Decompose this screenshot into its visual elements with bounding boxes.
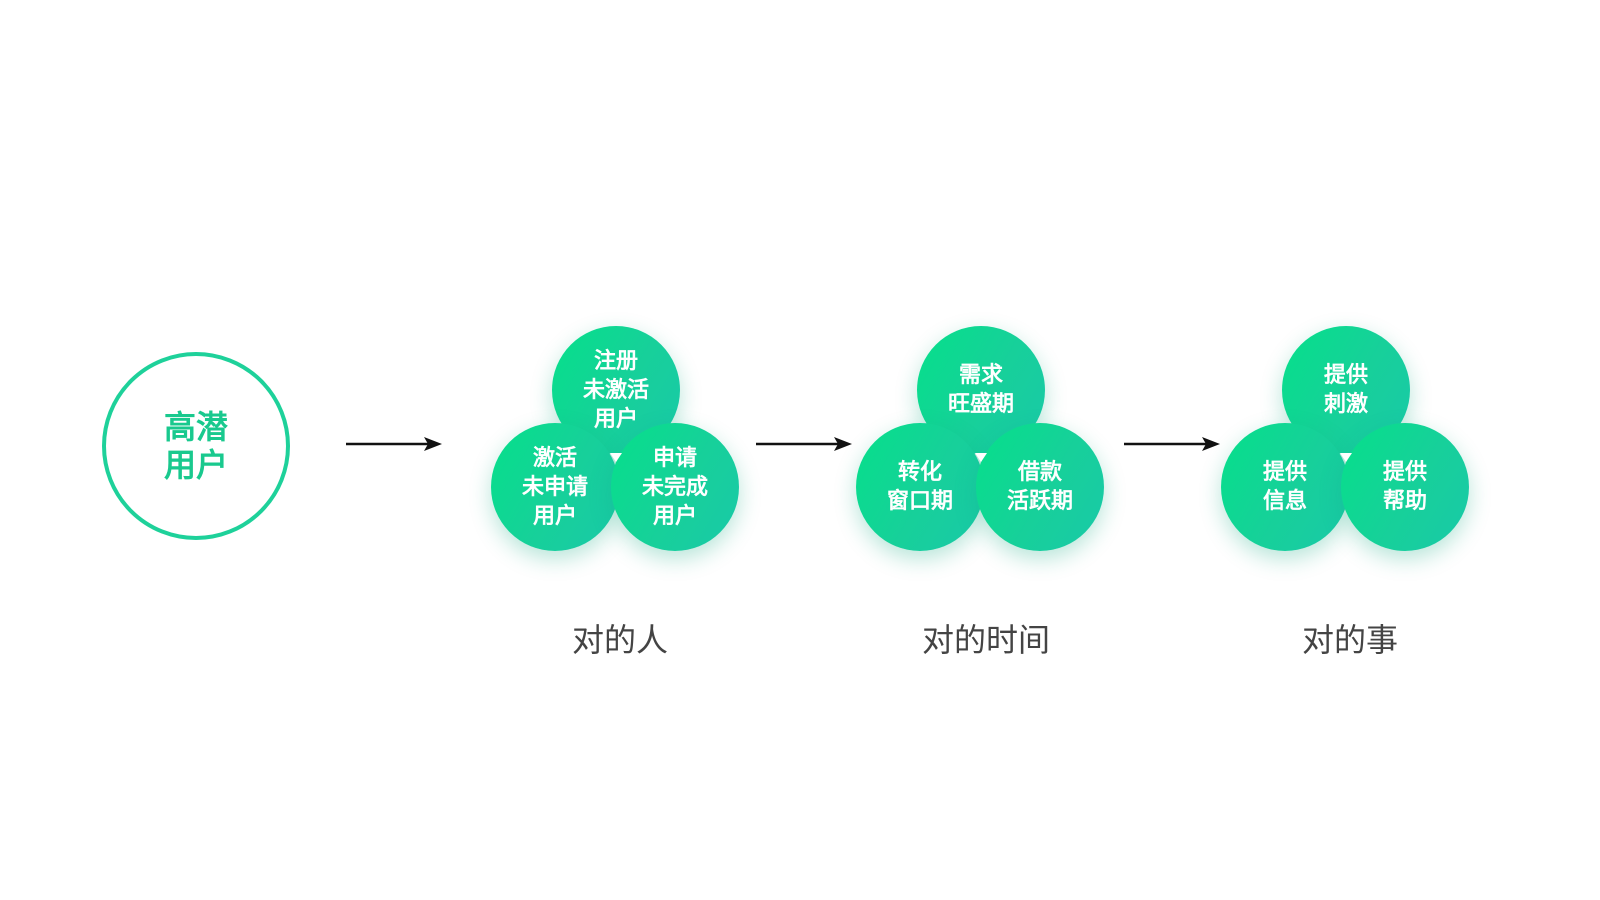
bubble-notch	[1340, 453, 1352, 462]
bubble-label: 转化 窗口期	[886, 460, 953, 514]
caption-right-people: 对的人	[571, 621, 668, 659]
group-right-thing: 提供 刺激 提供 信息 提供 帮助	[1221, 326, 1471, 556]
bubble-label: 提供 信息	[1262, 460, 1307, 514]
bubble-provide-information: 提供 信息	[1221, 423, 1349, 551]
bubble-label: 注册 未激活 用户	[582, 348, 649, 432]
group-right-people: 注册 未激活 用户 激活 未申请 用户 申请 未完成 用户	[491, 326, 741, 556]
bubble-provide-help: 提供 帮助	[1341, 423, 1469, 551]
bubble-activated-not-applied: 激活 未申请 用户	[491, 423, 619, 551]
bubble-active-borrowing-period: 借款 活跃期	[976, 423, 1104, 551]
source-node-high-potential-users: 高潜 用户	[102, 352, 290, 540]
arrow-2	[756, 437, 852, 451]
bubble-label: 提供 刺激	[1323, 363, 1368, 417]
bubble-label: 激活 未申请 用户	[521, 445, 588, 529]
arrow-3	[1124, 437, 1220, 451]
bubble-label: 借款 活跃期	[1006, 460, 1073, 514]
bubble-applied-not-completed: 申请 未完成 用户	[611, 423, 739, 551]
bubble-label: 提供 帮助	[1382, 460, 1427, 514]
caption-right-time: 对的时间	[921, 621, 1050, 659]
source-node-label: 高潜 用户	[163, 408, 228, 484]
bubble-label: 申请 未完成 用户	[641, 445, 708, 529]
bubble-conversion-window: 转化 窗口期	[856, 423, 984, 551]
bubble-notch	[610, 453, 622, 462]
group-right-time: 需求 旺盛期 转化 窗口期 借款 活跃期	[856, 326, 1106, 556]
caption-right-thing: 对的事	[1301, 621, 1398, 659]
bubble-label: 需求 旺盛期	[947, 363, 1014, 417]
arrow-1	[346, 437, 442, 451]
bubble-notch	[975, 453, 987, 462]
